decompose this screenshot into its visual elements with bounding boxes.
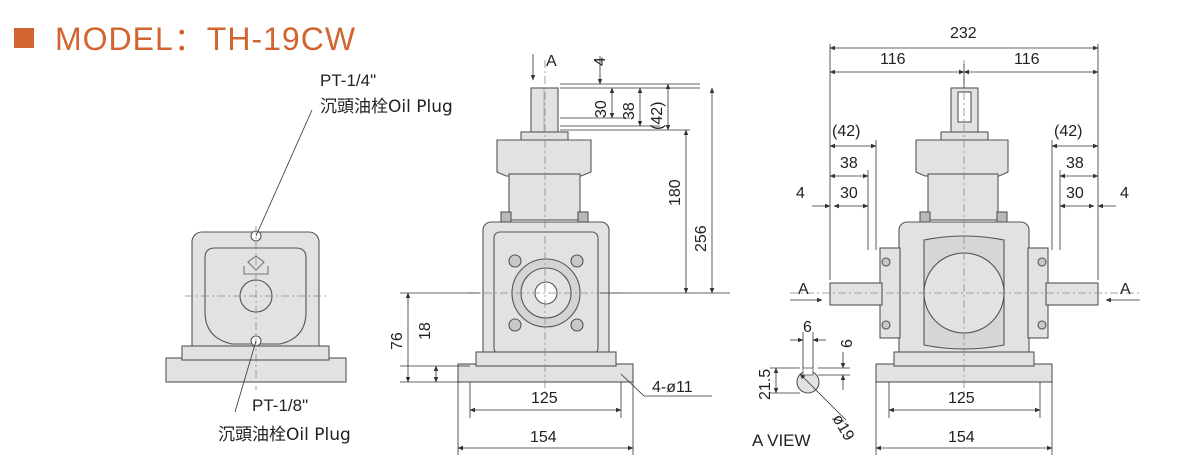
dim-21-5: 21.5 xyxy=(757,369,774,400)
front-base-flange xyxy=(457,363,634,383)
dim-38-right: 38 xyxy=(1066,155,1084,172)
front-dimension-texts: A 4 30 38 (42) 180 256 76 18 125 154 4-ø… xyxy=(389,53,710,446)
dim-30-left: 30 xyxy=(840,185,858,202)
left-input-shaft xyxy=(829,282,883,306)
front-view xyxy=(457,60,634,395)
right-input-shaft xyxy=(1045,282,1099,306)
section-marker-a-right: A xyxy=(1120,281,1131,298)
dim-18: 18 xyxy=(417,322,434,340)
model-title: MODEL：TH-19CW xyxy=(55,21,357,57)
top-plug-thread-label: PT-1/4" xyxy=(320,71,376,90)
dim-dia-19: ø19 xyxy=(829,412,858,444)
side-dim-154: 154 xyxy=(948,429,975,446)
dim-4: 4 xyxy=(592,57,609,66)
base-step xyxy=(181,345,330,361)
dim-30: 30 xyxy=(593,100,610,118)
cover-bolt-br xyxy=(570,318,584,332)
top-left-bolt xyxy=(500,211,512,223)
dim-42-ref: (42) xyxy=(649,102,666,130)
top-right-bolt xyxy=(577,211,589,223)
top-plug-name-label: 沉頭油栓Oil Plug xyxy=(320,97,453,117)
a-view-detail xyxy=(770,332,850,421)
dim-38: 38 xyxy=(621,102,638,120)
front-dimension-lines xyxy=(400,54,730,455)
bolt-hole-spec: 4-ø11 xyxy=(652,379,693,396)
side-top-bolt-left xyxy=(919,211,931,223)
side-housing-neck xyxy=(927,173,999,221)
key-slot xyxy=(802,367,814,376)
dim-180: 180 xyxy=(667,179,684,206)
side-upper-cap xyxy=(915,139,1009,177)
dim-42-right: (42) xyxy=(1054,123,1082,140)
top-plug-leader xyxy=(255,109,313,237)
dim-4-left: 4 xyxy=(796,185,805,202)
upper-bearing-cap xyxy=(496,139,592,177)
bottom-plug-name-label: 沉頭油栓Oil Plug xyxy=(218,425,351,445)
bottom-plug-leader xyxy=(234,340,257,413)
side-dim-125: 125 xyxy=(948,390,975,407)
upper-housing-neck xyxy=(508,173,581,221)
cover-bolt-tl xyxy=(508,254,522,268)
dim-256: 256 xyxy=(693,225,710,252)
dim-key-depth-6: 6 xyxy=(839,339,856,348)
output-shaft xyxy=(530,87,559,137)
dim-232: 232 xyxy=(950,25,977,42)
dim-key-width-6: 6 xyxy=(803,319,812,336)
cover-bolt-tr xyxy=(570,254,584,268)
side-shaft-collar xyxy=(940,131,989,141)
side-dimension-texts: 232 116 116 (42) 38 30 4 (42) 38 30 4 A … xyxy=(796,25,1131,446)
dim-38-left: 38 xyxy=(840,155,858,172)
oil-plug-view xyxy=(165,109,347,413)
dim-154: 154 xyxy=(530,429,557,446)
a-view-label: A VIEW xyxy=(752,431,811,450)
title-marker-square xyxy=(14,28,34,48)
shaft-collar xyxy=(520,131,569,141)
cover-bolt-bl xyxy=(508,318,522,332)
section-marker-a-left: A xyxy=(798,281,809,298)
dim-125: 125 xyxy=(531,390,558,407)
dim-30-right: 30 xyxy=(1066,185,1084,202)
side-top-bolt-right xyxy=(996,211,1008,223)
dim-4-right: 4 xyxy=(1120,185,1129,202)
dim-42-left: (42) xyxy=(832,123,860,140)
front-base-step xyxy=(475,351,617,367)
dim-116-left: 116 xyxy=(880,51,906,68)
side-view xyxy=(790,60,1140,395)
bottom-plug-thread-label: PT-1/8" xyxy=(252,396,308,415)
section-marker-a-top: A xyxy=(546,53,557,70)
side-dimension-lines xyxy=(790,44,1140,455)
dim-116-right: 116 xyxy=(1014,51,1040,68)
shaft-keyway xyxy=(957,91,972,123)
dim-76: 76 xyxy=(389,332,406,350)
